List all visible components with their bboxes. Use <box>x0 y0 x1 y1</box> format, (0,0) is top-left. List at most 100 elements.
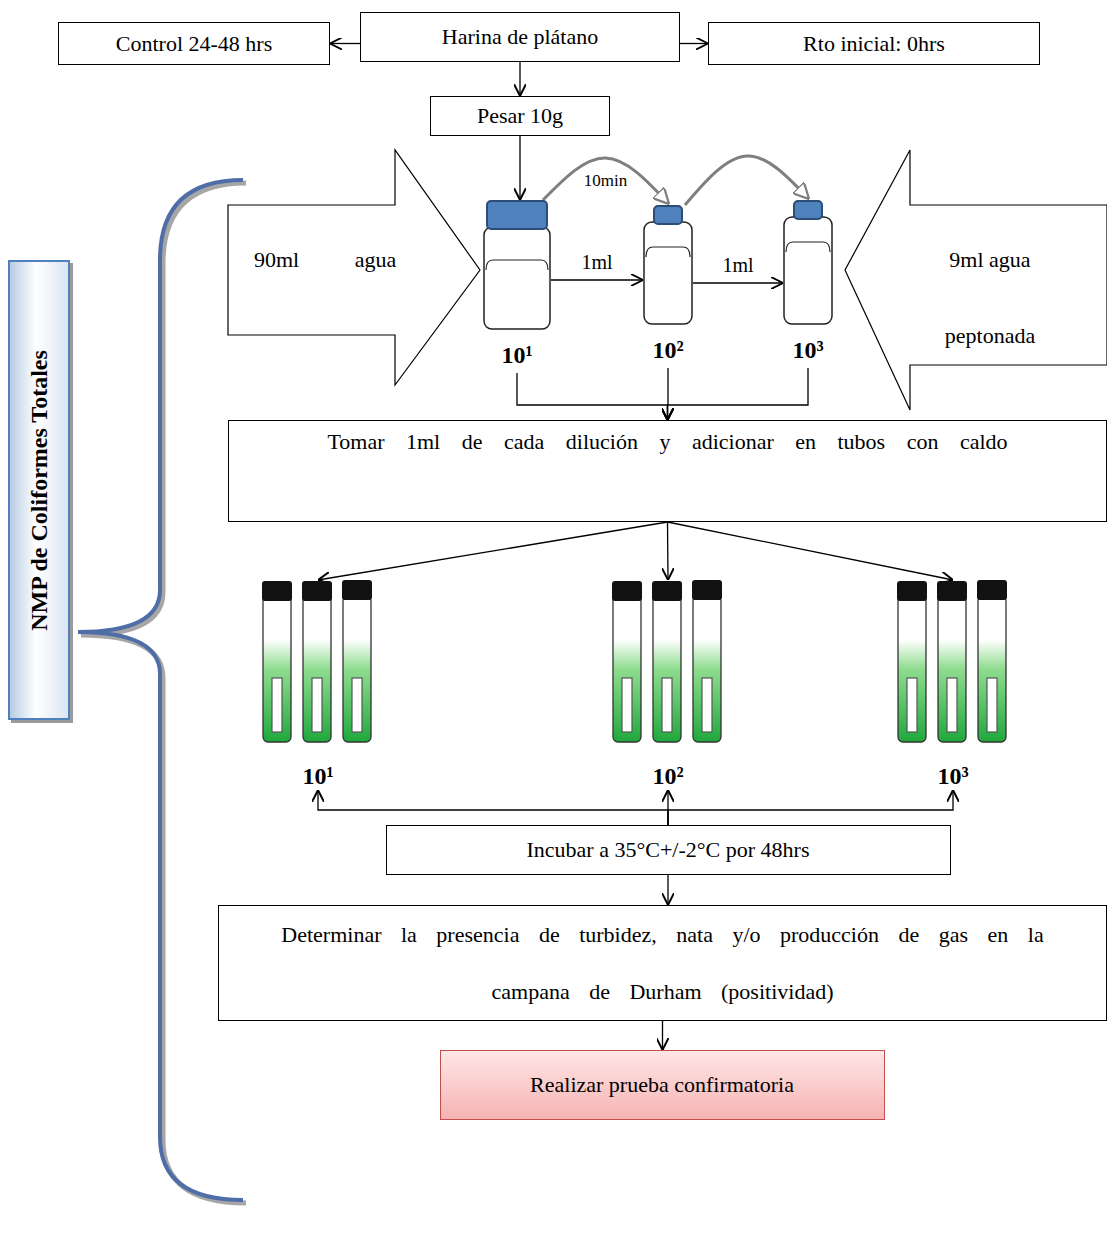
node-text: Pesar 10g <box>477 103 563 129</box>
bottle-figure <box>643 205 693 325</box>
brace <box>78 180 243 1200</box>
flow-arrow <box>667 875 668 905</box>
culture-tube <box>978 596 1006 742</box>
transfer-arrow <box>685 156 808 205</box>
node-text: 9ml agua peptonada <box>935 222 1045 374</box>
transfer-arrow <box>543 158 668 203</box>
tube-cap <box>302 581 332 601</box>
node-text: Rto inicial: 0hrs <box>803 31 945 57</box>
bottle-body <box>644 222 692 324</box>
tube-cap <box>897 581 927 601</box>
tube-cap <box>262 581 292 601</box>
flow-arrow <box>668 368 809 420</box>
flow-arrow <box>667 522 669 580</box>
dilution-bottle: 10² <box>643 205 693 364</box>
durham-tube <box>312 678 322 732</box>
node-text: Determinar la presencia de turbidez, nat… <box>249 906 1076 1020</box>
edge-label: 1ml <box>722 254 753 277</box>
process-box: Harina de plátano <box>360 12 680 62</box>
block-arrow-shape <box>845 150 1107 410</box>
culture-tube <box>938 596 966 742</box>
node-text: Control 24-48 hrs <box>116 31 272 57</box>
tube-set: 10² <box>608 580 728 790</box>
block-arrow-outline <box>845 150 1107 410</box>
tube-cap <box>652 581 682 601</box>
culture-tube <box>263 596 291 742</box>
bottle-figure <box>483 200 551 330</box>
process-box: Rto inicial: 0hrs <box>708 22 1040 65</box>
dilution-label: 10¹ <box>258 763 378 790</box>
block-arrow: 9ml agua peptonada <box>845 150 1107 410</box>
durham-tube <box>947 678 957 732</box>
culture-tube <box>303 596 331 742</box>
result-box: Realizar prueba confirmatoria <box>440 1050 885 1120</box>
process-box: Tomar 1ml de cada dilución y adicionar e… <box>228 420 1107 522</box>
culture-tube <box>343 596 371 742</box>
durham-tube <box>702 678 712 732</box>
tube-cap <box>342 580 372 600</box>
durham-tube <box>272 678 282 732</box>
node-text: NMP de Coliformes Totales <box>26 350 53 631</box>
bottle-cap <box>654 206 682 224</box>
dilution-label: 10³ <box>893 763 1013 790</box>
edge-label: 10min <box>584 171 627 191</box>
flow-arrow <box>662 1021 663 1050</box>
dilution-bottle: 10³ <box>783 200 833 364</box>
flow-arrow <box>330 43 360 44</box>
flow-arrow <box>693 282 783 283</box>
edge-label-holder: 10min <box>584 171 627 191</box>
dilution-label: 10³ <box>783 337 833 364</box>
durham-tube <box>352 678 362 732</box>
process-box: Incubar a 35°C+/-2°C por 48hrs <box>386 825 951 875</box>
process-box: Pesar 10g <box>430 96 610 136</box>
section-label-box: NMP de Coliformes Totales <box>8 260 70 720</box>
dilution-label: 10¹ <box>483 342 551 369</box>
dilution-bottle: 10¹ <box>483 200 551 369</box>
block-arrow-shape <box>228 150 480 385</box>
flow-arrow <box>519 136 520 200</box>
tube-cap <box>612 581 642 601</box>
flow-arrow <box>318 522 668 580</box>
dilution-label: 10² <box>608 763 728 790</box>
process-box: Determinar la presencia de turbidez, nat… <box>218 905 1107 1021</box>
bottle-shoulder <box>786 242 830 252</box>
culture-tube <box>693 596 721 742</box>
dilution-label: 10² <box>643 337 693 364</box>
flow-arrow <box>668 522 954 580</box>
durham-tube <box>987 678 997 732</box>
tube-cap <box>692 580 722 600</box>
bottle-figure <box>783 200 833 325</box>
bottle-body <box>784 217 832 324</box>
tube-cap <box>937 581 967 601</box>
edge-label: 1ml <box>581 251 612 274</box>
node-text: 90ml agua <box>254 245 424 275</box>
tubes-figure <box>258 580 378 745</box>
durham-tube <box>662 678 672 732</box>
bottle-shoulder <box>646 247 690 257</box>
edge-label-holder: 1ml <box>581 251 612 274</box>
tube-set: 10¹ <box>258 580 378 790</box>
culture-tube <box>613 596 641 742</box>
bottle-cap <box>794 201 822 219</box>
node-text: Realizar prueba confirmatoria <box>530 1072 794 1098</box>
node-text: Harina de plátano <box>442 24 598 50</box>
node-text: Incubar a 35°C+/-2°C por 48hrs <box>527 837 810 863</box>
tubes-figure <box>893 580 1013 745</box>
tube-set: 10³ <box>893 580 1013 790</box>
durham-tube <box>907 678 917 732</box>
bottle-cap <box>487 201 547 229</box>
node-text: Tomar 1ml de cada dilución y adicionar e… <box>239 429 1096 455</box>
durham-tube <box>622 678 632 732</box>
process-box: Control 24-48 hrs <box>58 22 330 65</box>
tubes-figure <box>608 580 728 745</box>
flow-arrow <box>551 279 643 280</box>
flow-arrow <box>680 43 708 44</box>
flow-arrow <box>318 790 668 825</box>
culture-tube <box>653 596 681 742</box>
brace-shadow <box>81 183 246 1203</box>
culture-tube <box>898 596 926 742</box>
flow-arrow <box>668 790 953 825</box>
flow-arrow <box>517 373 668 420</box>
bottle-body <box>484 227 550 329</box>
flow-arrow <box>519 62 520 96</box>
